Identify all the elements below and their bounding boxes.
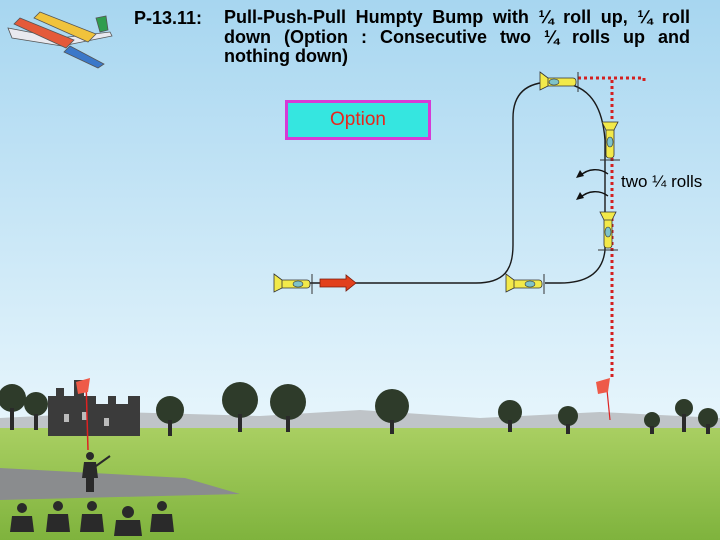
roll-arrow-icon	[576, 191, 609, 200]
tree-icon	[222, 382, 258, 432]
tree-icon	[558, 406, 578, 434]
treeline	[0, 380, 718, 436]
roll-arrow-icon	[576, 169, 609, 178]
plane-icon	[598, 211, 618, 251]
judge-icon	[46, 501, 70, 532]
plane-icon	[505, 273, 545, 294]
castle-icon	[48, 380, 140, 436]
direction-arrow-icon	[319, 274, 357, 292]
aerobatic-plane-icon	[7, 11, 113, 69]
tree-icon	[0, 384, 26, 430]
tree-icon	[675, 399, 693, 432]
flag-icon	[76, 378, 90, 451]
figure-title: Pull-Push-Pull Humpty Bump with ¼ roll u…	[224, 7, 690, 66]
sky	[0, 0, 720, 420]
judge-icon	[114, 506, 142, 536]
pilot-icon	[82, 452, 111, 492]
plane-icon	[273, 273, 313, 294]
tree-icon	[498, 400, 522, 432]
plane-icon	[539, 71, 579, 92]
judge-icon	[10, 503, 34, 532]
plane-icon	[600, 121, 620, 161]
option-box: Option	[285, 100, 431, 140]
judges	[10, 501, 174, 536]
judge-icon	[150, 501, 174, 532]
rolls-label: two ¼ rolls	[621, 172, 703, 191]
runway	[0, 468, 240, 500]
judge-icon	[80, 501, 104, 532]
tree-icon	[698, 408, 718, 434]
tree-icon	[270, 384, 306, 432]
figure-code: P-13.11:	[134, 8, 203, 28]
tree-icon	[375, 389, 409, 434]
option-label: Option	[330, 109, 386, 130]
tree-icon	[644, 412, 660, 434]
flag-icon	[596, 378, 611, 421]
tree-icon	[156, 396, 184, 436]
tree-icon	[24, 392, 48, 430]
